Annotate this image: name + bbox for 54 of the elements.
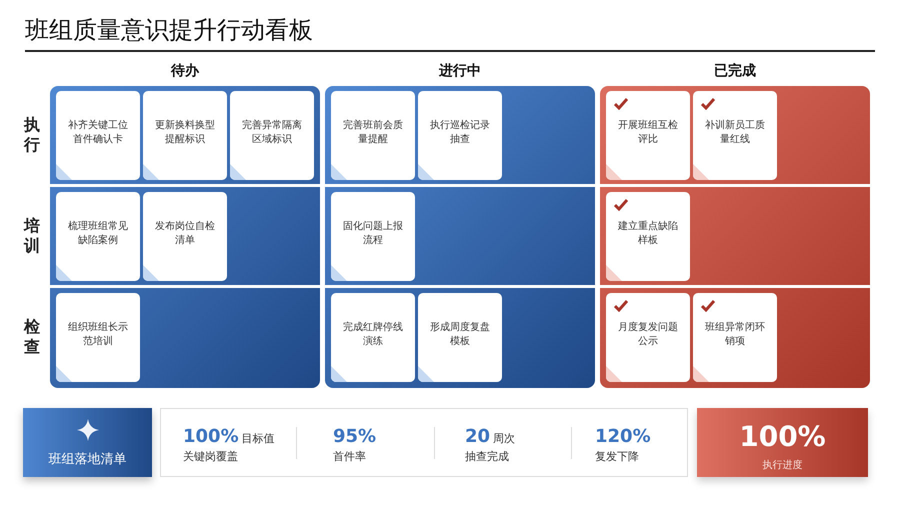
row-label: 培训 (22, 216, 41, 256)
metric-value: 120% (595, 426, 651, 447)
row-label: 检查 (22, 317, 41, 357)
progress-value: 100% (738, 420, 827, 453)
metric-caption: 抽查完成 (465, 449, 509, 464)
task-card (606, 192, 690, 281)
task-card (331, 293, 415, 382)
task-text: 形成周度复盘模板 (429, 321, 491, 349)
task-text: 完善班前会质量提醒 (342, 119, 404, 147)
task-text: 班组异常闭环销项 (704, 321, 766, 349)
task-text: 完善异常隔离区域标识 (241, 119, 303, 147)
task-card (606, 91, 690, 180)
metrics-panel (160, 408, 688, 477)
task-card (418, 91, 502, 180)
metric-value: 95% (333, 426, 376, 447)
column-heading: 进行中 (438, 62, 482, 80)
metric-value: 100% (183, 426, 239, 447)
task-card (693, 91, 777, 180)
task-text: 补齐关键工位首件确认卡 (67, 119, 129, 147)
task-text: 开展班组互检评比 (617, 119, 679, 147)
task-card (230, 91, 314, 180)
task-text: 固化问题上报流程 (342, 220, 404, 248)
progress-card (697, 408, 868, 477)
column-heading: 已完成 (713, 62, 757, 80)
task-text: 月度复发问题公示 (617, 321, 679, 349)
task-card (418, 293, 502, 382)
task-card (693, 293, 777, 382)
task-card (331, 91, 415, 180)
task-text: 建立重点缺陷样板 (617, 220, 679, 248)
task-card (331, 192, 415, 281)
metric-unit: 目标值 (242, 432, 275, 445)
column-heading: 待办 (170, 62, 200, 80)
task-text: 组织班组长示范培训 (67, 321, 129, 349)
row-label: 执行 (22, 115, 41, 155)
task-text: 补训新员工质量红线 (704, 119, 766, 147)
list-title: 班组落地清单 (48, 451, 128, 468)
progress-caption: 执行进度 (762, 458, 804, 472)
metric-caption: 复发下降 (595, 449, 639, 464)
task-text: 梳理班组常见缺陷案例 (67, 220, 129, 248)
task-card (56, 192, 140, 281)
metric-value: 20 (465, 426, 490, 447)
task-card (143, 192, 227, 281)
task-card (606, 293, 690, 382)
task-text: 执行巡检记录抽查 (429, 119, 491, 147)
metric-unit: 周次 (493, 432, 516, 445)
task-text: 完成红牌停线演练 (342, 321, 404, 349)
metric-caption: 关键岗覆盖 (183, 449, 238, 464)
title: 班组质量意识提升行动看板 (25, 15, 313, 46)
task-card (56, 293, 140, 382)
task-card (143, 91, 227, 180)
task-text: 发布岗位自检清单 (154, 220, 216, 248)
task-card (56, 91, 140, 180)
metric-caption: 首件率 (333, 449, 366, 464)
task-text: 更新换料换型提醒标识 (154, 119, 216, 147)
